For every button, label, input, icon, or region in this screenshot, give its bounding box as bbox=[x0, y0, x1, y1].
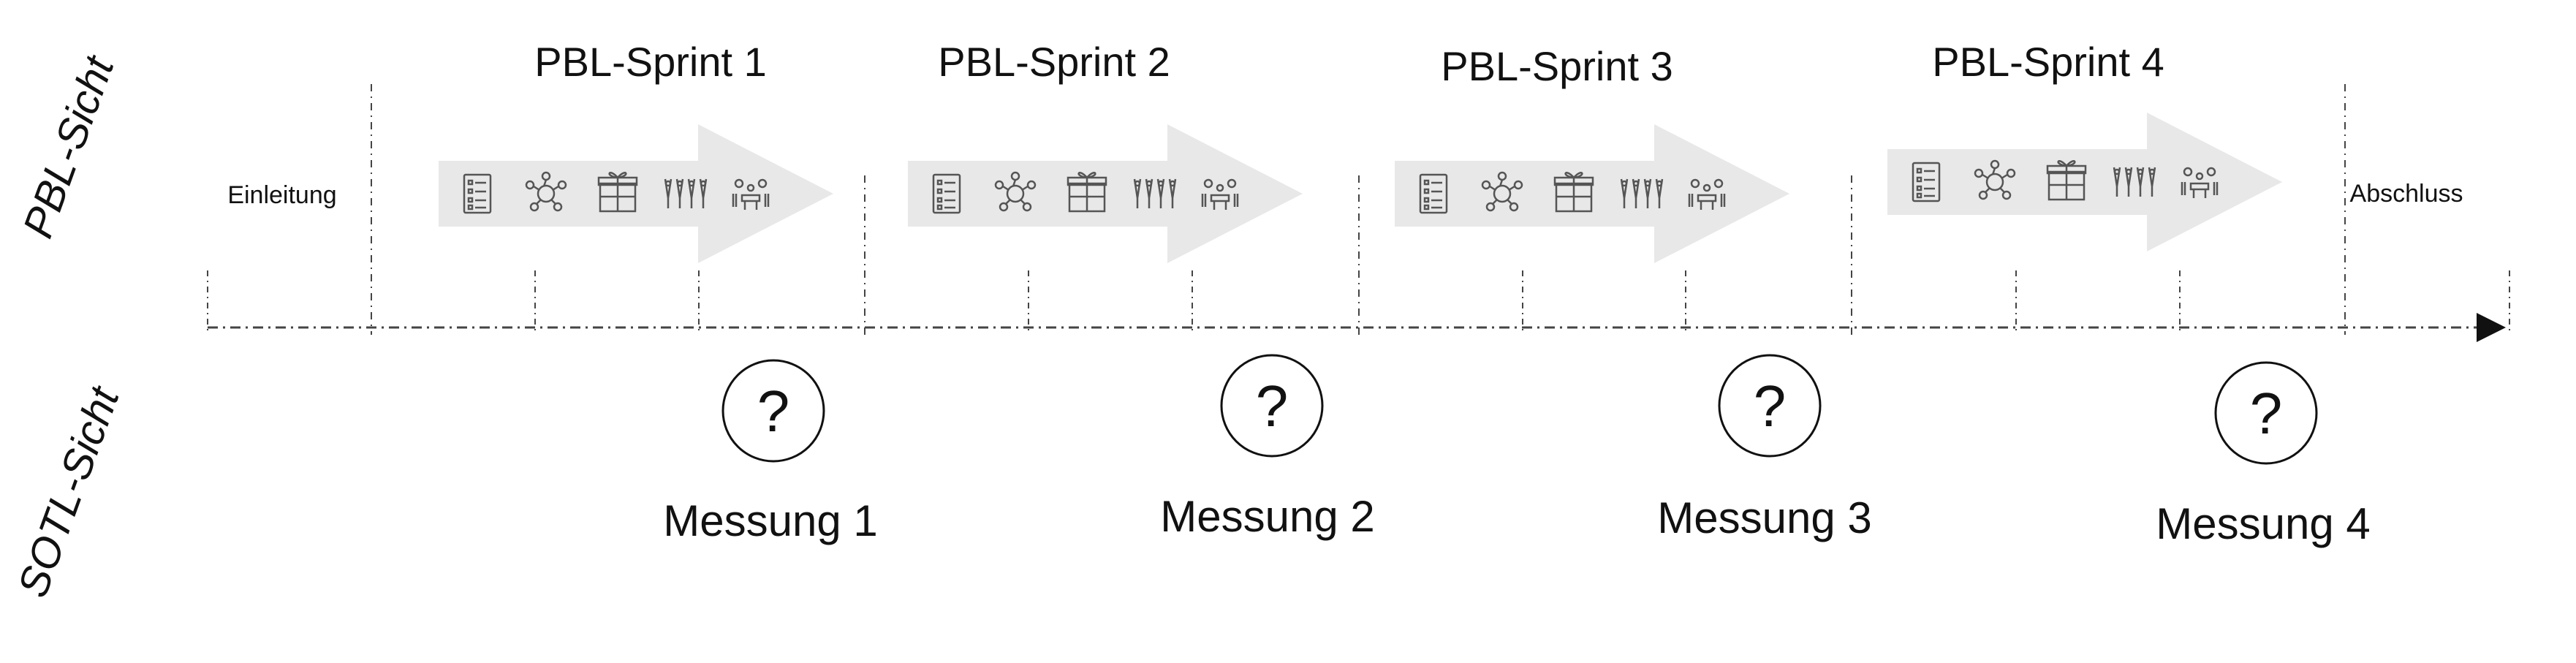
sprint-1: PBL-Sprint 1 bbox=[439, 39, 833, 263]
sprint-title: PBL-Sprint 3 bbox=[1441, 43, 1673, 89]
sprint-icons bbox=[1912, 159, 2219, 202]
meeting-icon bbox=[1201, 178, 1239, 210]
measurement-1: ? Messung 1 bbox=[663, 359, 878, 545]
measurement-label: Messung 2 bbox=[1160, 492, 1375, 541]
collaboration-icon bbox=[1481, 171, 1523, 212]
sprint-4: PBL-Sprint 4 bbox=[1887, 39, 2282, 251]
question-circle-icon bbox=[721, 359, 825, 463]
gift-box-icon bbox=[1067, 172, 1107, 213]
view-label-sotl: SOTL-Sicht bbox=[9, 379, 129, 604]
gift-box-icon bbox=[597, 172, 638, 213]
measurement-label: Messung 4 bbox=[2156, 499, 2371, 548]
gift-box-icon bbox=[1553, 172, 1594, 213]
collaboration-icon bbox=[1974, 159, 2016, 200]
phase-outro-label: Abschluss bbox=[2350, 180, 2463, 208]
sprint-icons bbox=[1419, 171, 1726, 214]
question-mark: ? bbox=[757, 379, 790, 444]
group-people-icon bbox=[2113, 167, 2156, 197]
sprint-icons bbox=[463, 171, 770, 214]
meeting-icon bbox=[1688, 178, 1726, 210]
collaboration-icon bbox=[994, 171, 1037, 212]
checklist-icon bbox=[932, 173, 961, 214]
measurement-label: Messung 1 bbox=[663, 496, 878, 545]
checklist-icon bbox=[1419, 173, 1448, 214]
sprint-3: PBL-Sprint 3 bbox=[1395, 43, 1789, 263]
question-circle-icon bbox=[1718, 354, 1822, 458]
sprint-2: PBL-Sprint 2 bbox=[908, 39, 1303, 263]
measurement-2: ? Messung 2 bbox=[1160, 354, 1375, 541]
group-people-icon bbox=[1133, 178, 1177, 208]
sub-ticks bbox=[207, 270, 2510, 335]
sprint-icons bbox=[932, 171, 1239, 214]
question-mark: ? bbox=[1256, 374, 1289, 439]
question-circle-icon bbox=[1220, 354, 1324, 458]
collaboration-icon bbox=[525, 171, 567, 212]
phase-intro-label: Einleitung bbox=[227, 181, 336, 209]
question-mark: ? bbox=[1754, 374, 1787, 439]
meeting-icon bbox=[732, 178, 770, 210]
sprint-title: PBL-Sprint 2 bbox=[938, 39, 1170, 85]
sprint-boundaries bbox=[371, 84, 2346, 335]
view-label-pbl: PBL-Sicht bbox=[14, 48, 124, 243]
measurement-3: ? Messung 3 bbox=[1657, 354, 1872, 542]
gift-box-icon bbox=[2046, 160, 2087, 201]
sprint-title: PBL-Sprint 4 bbox=[1932, 39, 2164, 85]
checklist-icon bbox=[1912, 162, 1941, 202]
timeline-arrowhead bbox=[2477, 313, 2506, 342]
question-mark: ? bbox=[2250, 381, 2283, 446]
checklist-icon bbox=[463, 173, 492, 214]
group-people-icon bbox=[664, 178, 708, 208]
sprint-title: PBL-Sprint 1 bbox=[534, 39, 767, 85]
question-circle-icon bbox=[2214, 361, 2318, 465]
measurement-label: Messung 3 bbox=[1657, 493, 1872, 542]
group-people-icon bbox=[1620, 178, 1664, 208]
meeting-icon bbox=[2181, 167, 2219, 198]
measurement-4: ? Messung 4 bbox=[2156, 361, 2371, 548]
